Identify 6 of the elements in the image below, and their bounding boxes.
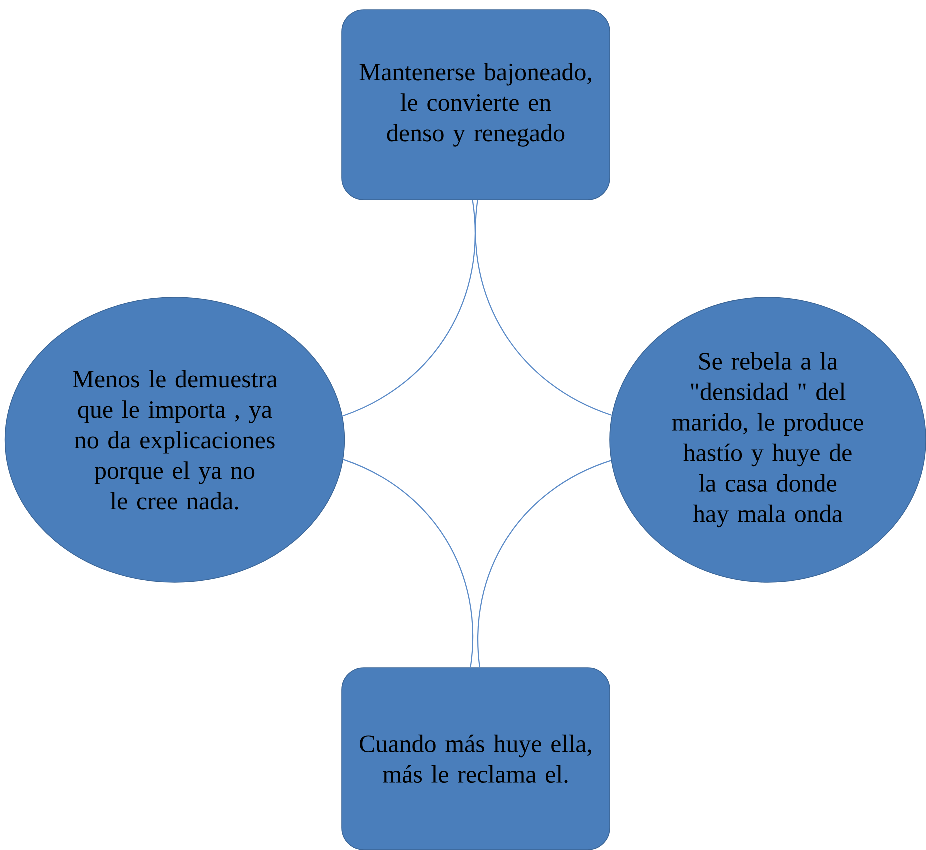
connector-arc xyxy=(475,200,612,416)
process-box: Cuando más huye ella, más le reclama el. xyxy=(342,668,610,850)
connector-arc xyxy=(342,200,476,417)
connector-arc xyxy=(478,460,612,668)
connector-arc xyxy=(343,459,474,668)
process-box: Mantenerse bajoneado, le convierte en denso y renegado xyxy=(342,10,610,200)
